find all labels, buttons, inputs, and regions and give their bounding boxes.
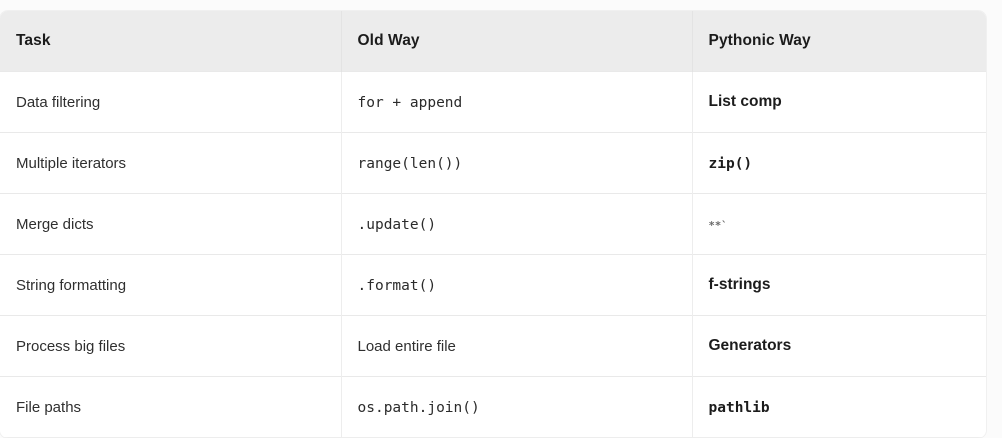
table-row: Merge dicts .update() **` bbox=[0, 193, 986, 255]
table-header: Task Old Way Pythonic Way bbox=[0, 11, 986, 72]
old-way-value: for + append bbox=[357, 94, 463, 111]
old-way-value: .update() bbox=[357, 216, 437, 233]
table-row: Process big files Load entire file Generat… bbox=[0, 315, 986, 377]
column-header-pythonic-way: Pythonic Way bbox=[708, 32, 811, 49]
pythonic-way-value: pathlib bbox=[708, 399, 770, 416]
cell-old-way: range(len()) bbox=[341, 132, 693, 194]
pythonic-way-value: Generators bbox=[708, 337, 792, 354]
task-label: Data filtering bbox=[16, 93, 101, 111]
pythonic-way-value: f-strings bbox=[708, 276, 771, 293]
cell-pythonic-way: **` bbox=[692, 193, 986, 255]
table-row: Multiple iterators range(len()) zip() bbox=[0, 132, 986, 194]
cell-task: File paths bbox=[0, 376, 342, 438]
comparison-table-container: Task Old Way Pythonic Way Data filtering… bbox=[0, 11, 986, 438]
cell-old-way: .format() bbox=[341, 254, 693, 316]
cell-pythonic-way: zip() bbox=[692, 132, 986, 194]
cell-old-way: for + append bbox=[341, 71, 693, 133]
cell-task: String formatting bbox=[0, 254, 342, 316]
cell-task: Merge dicts bbox=[0, 193, 342, 255]
old-vs-pythonic-table: Task Old Way Pythonic Way Data filtering… bbox=[0, 11, 986, 438]
pythonic-way-value: List comp bbox=[708, 93, 782, 110]
cell-task: Data filtering bbox=[0, 71, 342, 133]
cell-old-way: os.path.join() bbox=[341, 376, 693, 438]
cell-old-way: .update() bbox=[341, 193, 693, 255]
table-row: Data filtering for + append List comp bbox=[0, 71, 986, 133]
old-way-value: .format() bbox=[357, 277, 437, 294]
old-way-value: Load entire file bbox=[357, 337, 456, 355]
cell-task: Multiple iterators bbox=[0, 132, 342, 194]
pythonic-way-value: zip() bbox=[708, 155, 753, 172]
column-header-task: Task bbox=[0, 11, 342, 72]
task-label: Merge dicts bbox=[16, 215, 94, 233]
task-label: Process big files bbox=[16, 337, 126, 355]
table-row: String formatting .format() f-strings bbox=[0, 254, 986, 316]
cell-task: Process big files bbox=[0, 315, 342, 377]
table-row: File paths os.path.join() pathlib bbox=[0, 376, 986, 438]
old-way-value: range(len()) bbox=[357, 155, 463, 172]
column-header-old-way: Old Way bbox=[341, 11, 693, 72]
cell-pythonic-way: pathlib bbox=[692, 376, 986, 438]
task-label: String formatting bbox=[16, 276, 127, 294]
table-header-row: Task Old Way Pythonic Way bbox=[0, 11, 986, 72]
cell-pythonic-way: List comp bbox=[692, 71, 986, 133]
cell-pythonic-way: Generators bbox=[692, 315, 986, 377]
cell-old-way: Load entire file bbox=[341, 315, 693, 377]
cell-pythonic-way: f-strings bbox=[692, 254, 986, 316]
task-label: Multiple iterators bbox=[16, 154, 127, 172]
pythonic-way-value: **` bbox=[708, 219, 728, 232]
old-way-value: os.path.join() bbox=[357, 399, 480, 416]
task-label: File paths bbox=[16, 398, 82, 416]
